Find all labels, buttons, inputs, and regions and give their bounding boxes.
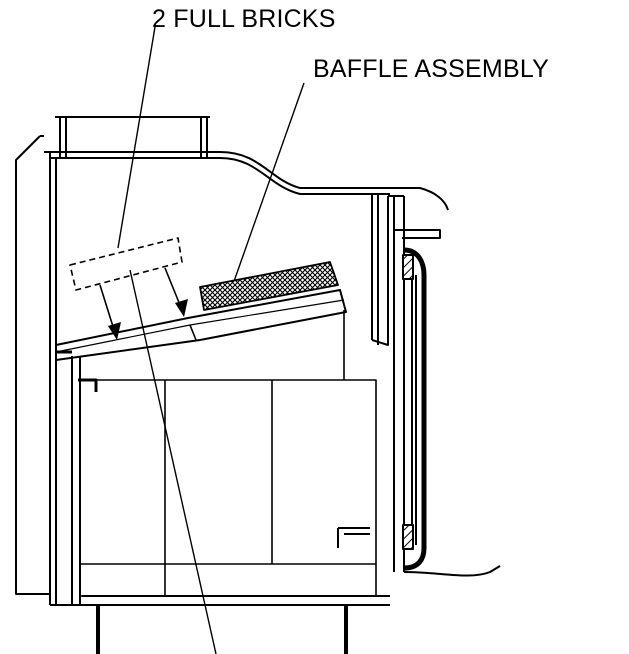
legs [96,605,348,654]
baffle-assembly-label: BAFFLE ASSEMBLY [313,55,549,83]
dashed-bricks [69,237,183,291]
top-casting-inner [50,157,390,195]
rear-shield-plate [15,135,50,595]
long-pointer-line [129,269,217,654]
top-casting-outer [44,151,449,211]
bricks-leader-line [117,26,156,249]
baffle-assembly-block [199,261,339,311]
baffle-board [55,289,347,380]
front-ash-lip [337,527,370,548]
door-frame [388,195,501,577]
back-wall [49,152,57,605]
bricks-label: 2 FULL BRICKS [152,5,336,33]
left-lining [71,356,81,605]
brick-arrows [99,267,183,334]
baffle-leader-line [231,82,305,288]
front-wall [371,194,389,346]
firebox [79,379,377,597]
